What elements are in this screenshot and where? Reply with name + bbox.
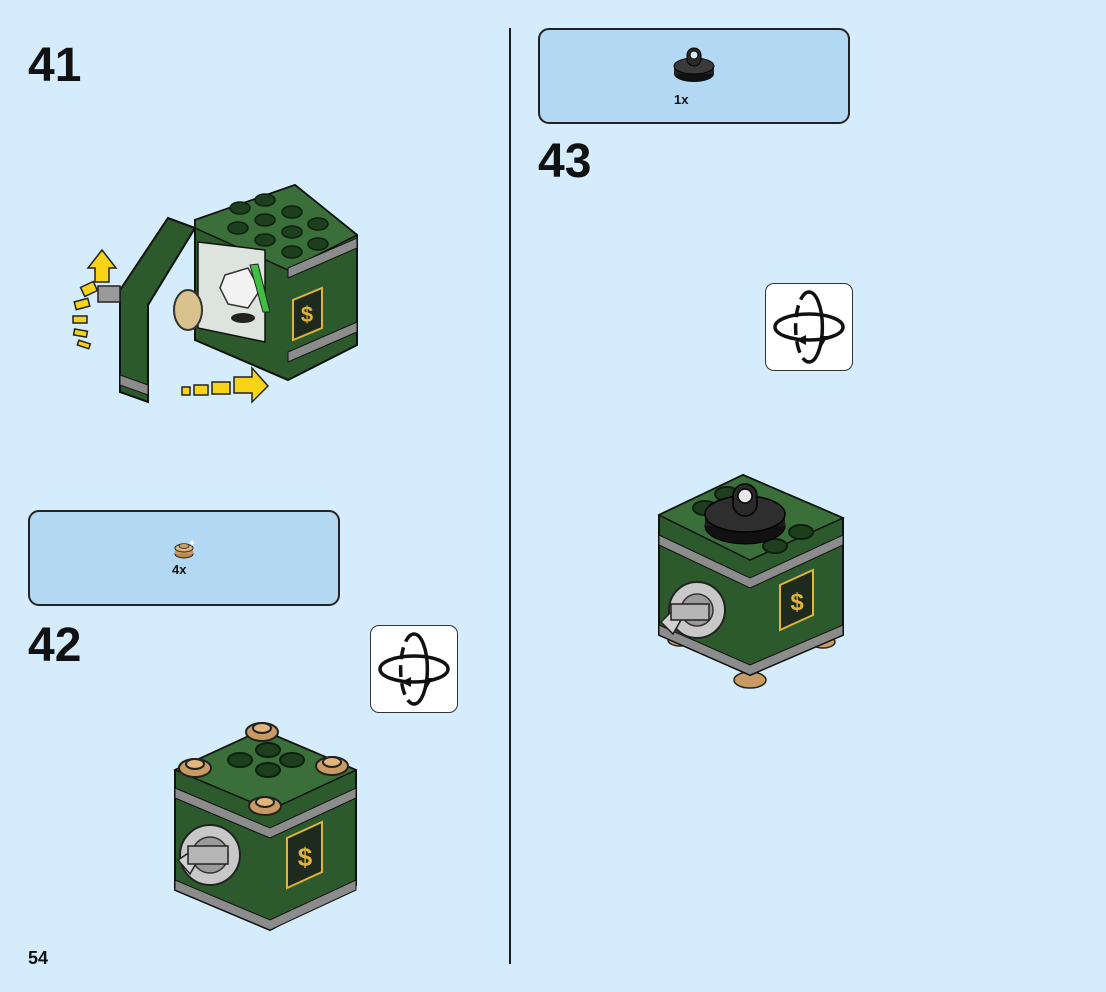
step-42-parts-box: 4x xyxy=(28,510,340,606)
svg-text:$: $ xyxy=(298,842,313,872)
black-round-plate-with-clip-icon xyxy=(673,47,715,82)
svg-text:$: $ xyxy=(301,302,313,327)
step-number-42: 42 xyxy=(28,619,82,672)
rotate-model-icon xyxy=(378,632,450,706)
rotate-model-icon xyxy=(773,290,845,364)
step-number-41: 41 xyxy=(28,39,82,92)
page-number: 54 xyxy=(28,948,49,968)
page-divider xyxy=(509,28,511,964)
step-43-model-illustration: $ xyxy=(657,473,845,689)
step-number-43: 43 xyxy=(538,135,592,188)
step-43-parts-box: 1x xyxy=(538,28,850,124)
step-43-part-qty: 1x xyxy=(674,92,689,107)
step-42-part-qty: 4x xyxy=(172,562,187,577)
tan-round-plate-icon xyxy=(174,540,195,559)
yellow-motion-arrow-icon xyxy=(72,248,118,350)
rotate-model-callout-42 xyxy=(370,625,458,713)
svg-text:$: $ xyxy=(790,589,804,616)
step-42-model-illustration: $ xyxy=(173,722,358,932)
step-41-model-illustration: $ xyxy=(72,183,359,404)
rotate-model-callout-43 xyxy=(765,283,853,371)
